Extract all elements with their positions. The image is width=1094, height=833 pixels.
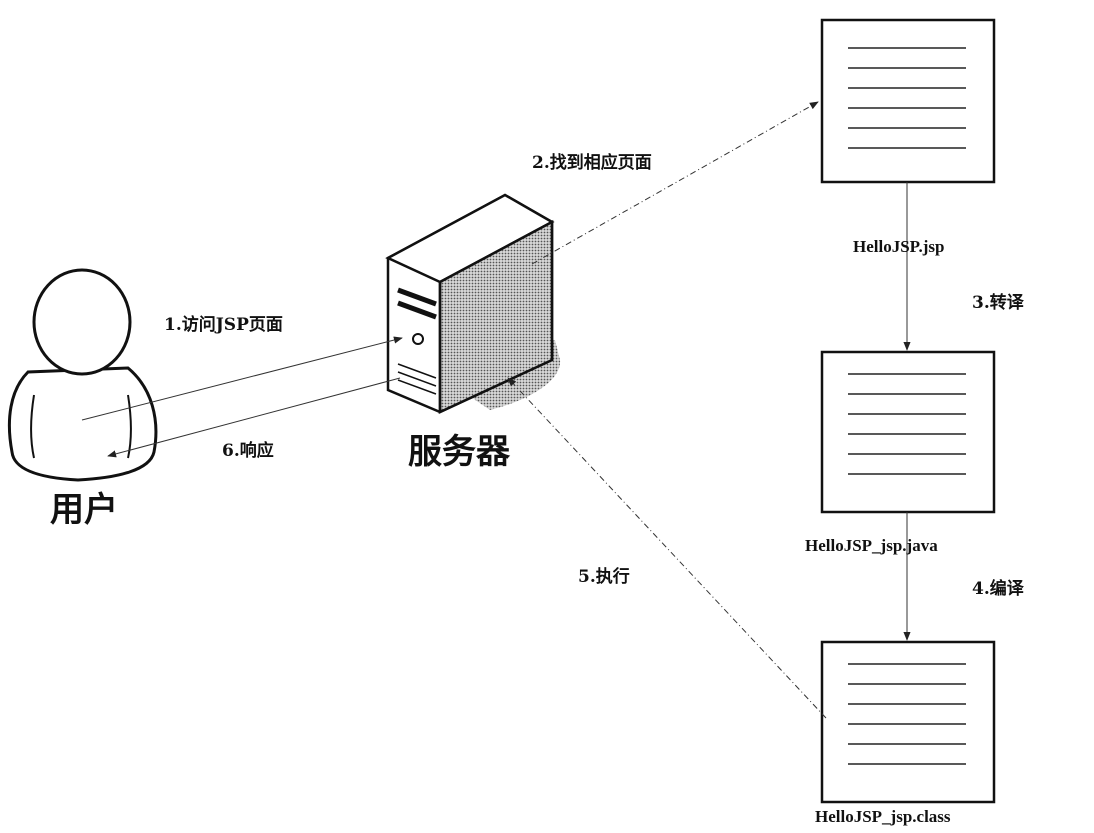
document-icon — [820, 350, 996, 514]
step-3-label: 3.转译 — [972, 293, 1024, 313]
document-icon — [820, 18, 996, 184]
user-label: 用户 — [50, 490, 118, 530]
file-label-jsp: HelloJSP.jsp — [853, 237, 945, 256]
file-label-java: HelloJSP_jsp.java — [805, 536, 938, 555]
server-icon — [385, 193, 561, 414]
step-2-label: 2.找到相应页面 — [532, 153, 652, 173]
server-label: 服务器 — [408, 432, 510, 472]
arrow-response — [107, 377, 401, 458]
step-1-label: 1.访问JSP页面 — [164, 315, 283, 335]
arrow-request — [81, 336, 403, 421]
user-icon — [7, 268, 158, 482]
arrow-find-page — [531, 101, 819, 265]
step-5-label: 5.执行 — [578, 567, 630, 587]
document-icon — [820, 640, 996, 804]
file-label-class: HelloJSP_jsp.class — [815, 807, 951, 826]
step-6-label: 6.响应 — [222, 441, 274, 461]
arrow-execute — [507, 377, 827, 719]
step-4-label: 4.编译 — [972, 579, 1024, 599]
